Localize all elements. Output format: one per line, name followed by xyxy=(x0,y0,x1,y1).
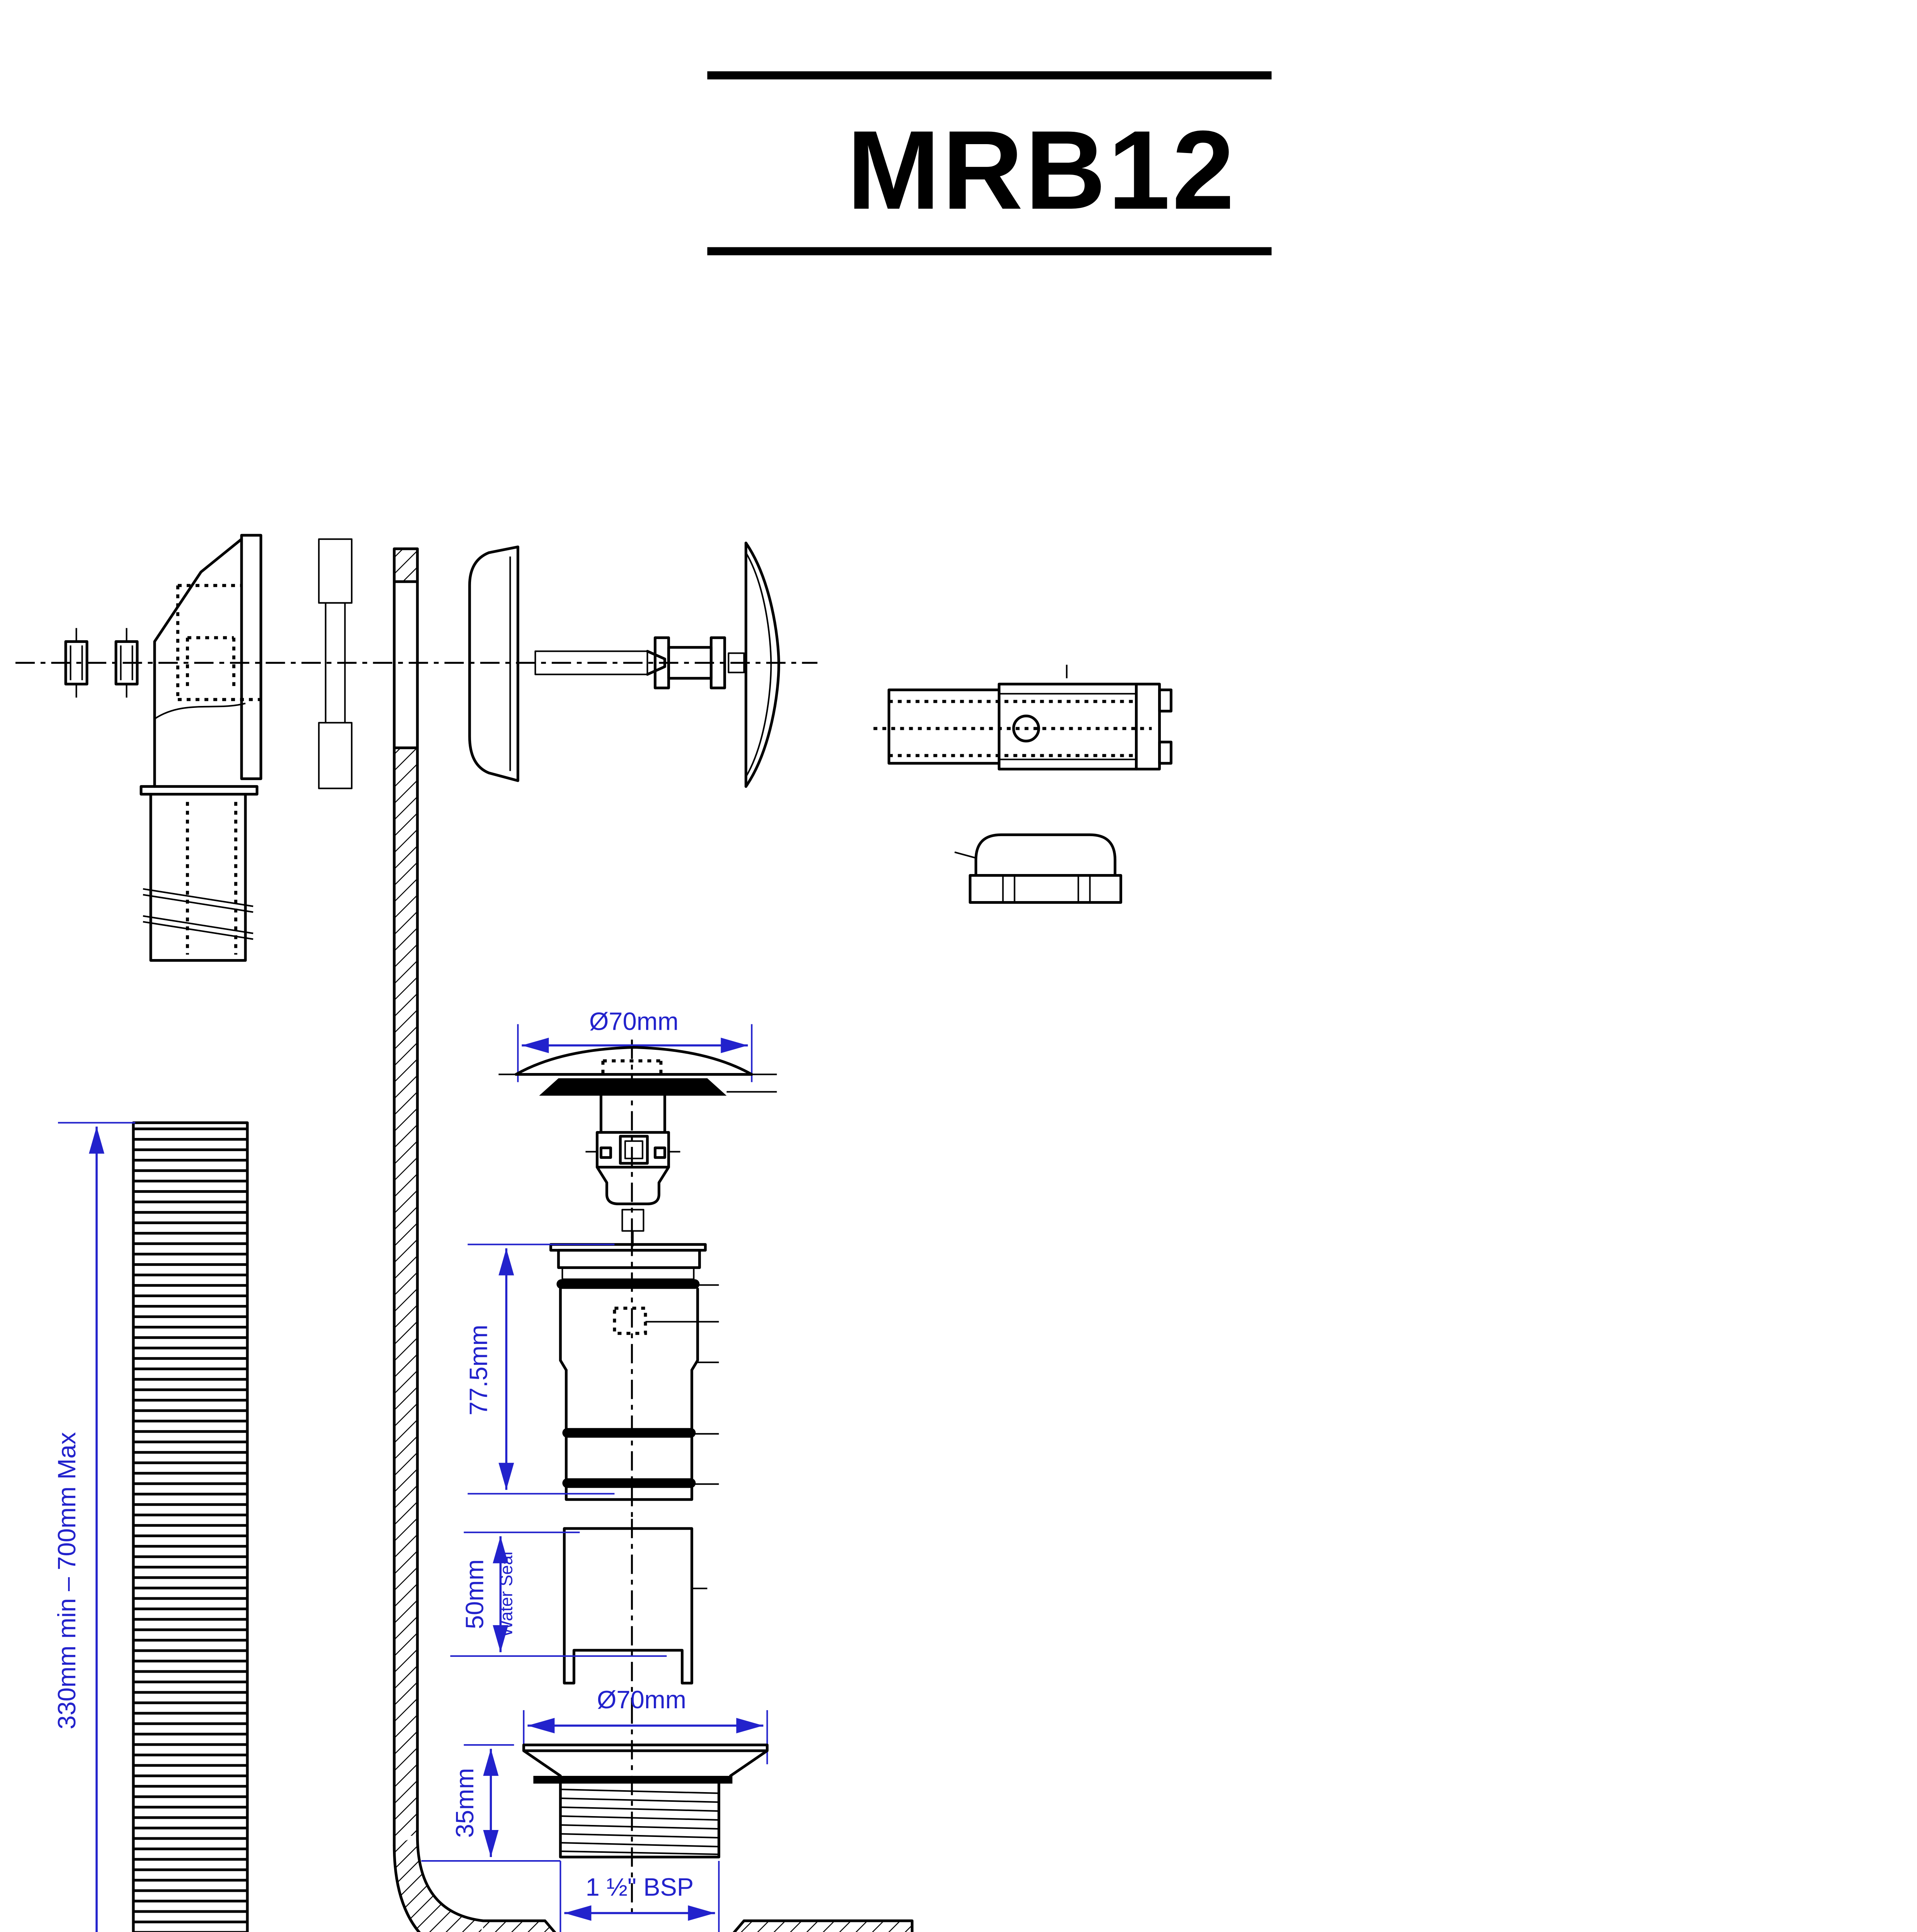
dim-label-thread-size: 1 ½" BSP xyxy=(586,1873,694,1901)
pop-up-plug: Ø70mm xyxy=(498,1007,777,1252)
backnut-flange: Ø70mm 35mm 1 ½" BSP xyxy=(421,1685,769,1932)
dim-label-body-height: 77.5mm xyxy=(464,1325,492,1415)
bath-wall xyxy=(393,547,419,1847)
waste-body: 77.5mm xyxy=(464,1236,719,1519)
bath-floor xyxy=(393,1834,913,1932)
overflow-filter-plate xyxy=(468,545,519,782)
dim-label-cap-diameter: Ø70mm xyxy=(589,1007,679,1036)
locking-nut-2 xyxy=(114,628,139,698)
blanking-cap xyxy=(954,833,1123,904)
overflow-elbow-body xyxy=(139,534,265,962)
dim-overflow-range: 330mm min – 700mm Max xyxy=(53,1122,136,1932)
screw-spacer xyxy=(653,636,745,689)
locking-nut-1 xyxy=(64,628,88,698)
overflow-hose xyxy=(132,1121,249,1932)
dim-label-flange-diameter: Ø70mm xyxy=(597,1685,686,1714)
dim-label-overflow-range: 330mm min – 700mm Max xyxy=(53,1432,81,1729)
overflow-seal-washer xyxy=(318,538,353,789)
outlet-adapter xyxy=(873,665,1173,770)
page-title: MRB12 xyxy=(847,107,1236,233)
title-block: MRB12 xyxy=(707,71,1272,255)
overflow-assembly xyxy=(15,534,818,1847)
dim-label-water-seal-caption: Water Seal xyxy=(496,1551,516,1637)
water-seal-cup: 50mm Water Seal xyxy=(450,1519,708,1704)
dim-label-water-seal: 50mm xyxy=(460,1560,488,1629)
dim-label-thread-length: 35mm xyxy=(451,1768,479,1838)
overflow-cover-dome xyxy=(744,541,780,788)
